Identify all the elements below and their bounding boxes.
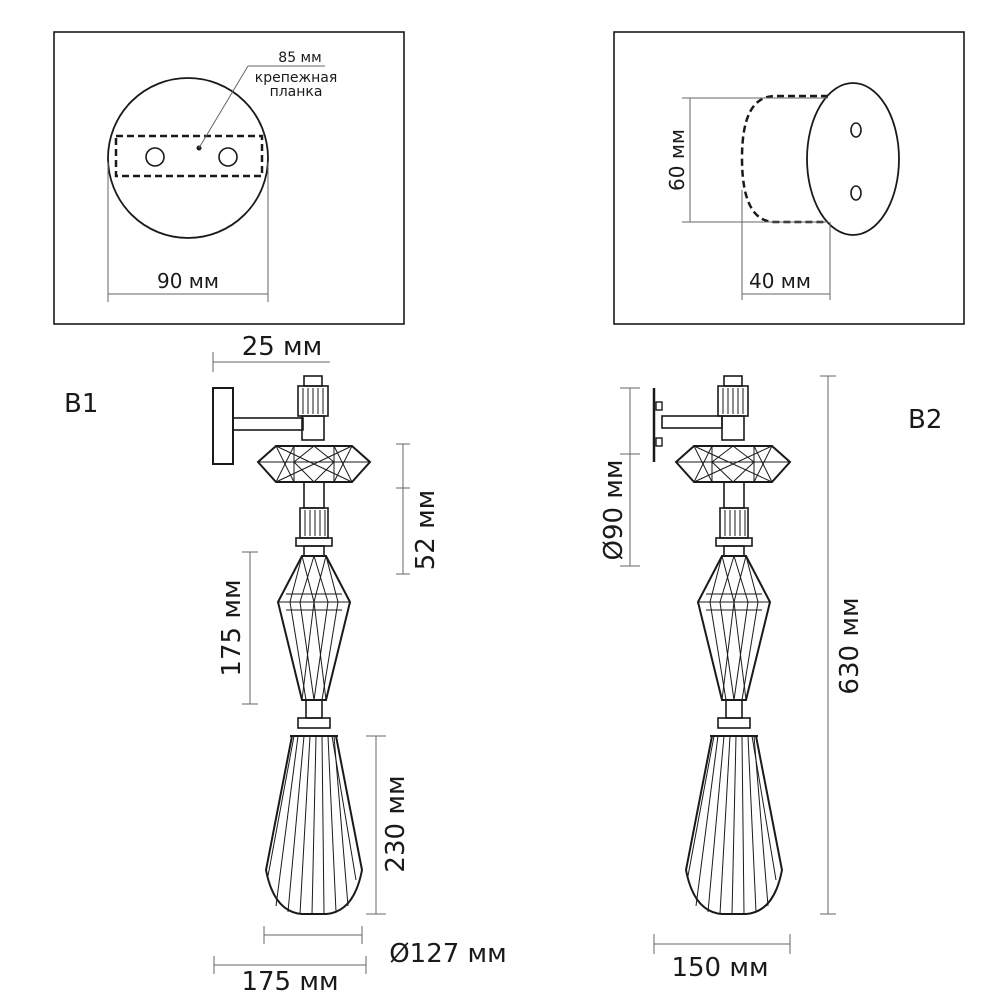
crystal-height-label: 175 мм [217, 579, 247, 676]
view-b2-tag: B2 [908, 405, 942, 435]
side-hole-top [850, 122, 862, 138]
canopy-width-label: 90 мм [157, 269, 219, 293]
plate-dim-label: 85 мм [278, 50, 321, 66]
canopy-depth-dashed [740, 94, 828, 224]
b1-upper-stem [301, 415, 325, 441]
mount-side-panel: 60 мм 40 мм [613, 31, 965, 325]
b2-plate-lug-top [655, 401, 663, 411]
b1-mid-holder [299, 507, 329, 539]
b1-arm [232, 417, 304, 431]
b2-mid-flange [715, 537, 753, 547]
b2-upper-stem [721, 415, 745, 441]
ring-height-label: 52 мм [411, 490, 441, 571]
b2-crystal-pendant [696, 555, 772, 701]
b1-mid-flange [295, 537, 333, 547]
reach-label: 175 мм [241, 967, 338, 997]
canopy-side-ellipse [806, 82, 900, 236]
b1-lower-collar [297, 717, 331, 729]
b2-mid-collar [723, 545, 745, 557]
total-width-label: 150 мм [671, 953, 768, 983]
b1-mid-stem [303, 481, 325, 509]
b2-arm [661, 415, 723, 429]
mount-side-frame [613, 31, 965, 325]
shade-height-label: 230 мм [381, 775, 411, 872]
b1-wall-plate [212, 387, 234, 465]
view-b1: B1 25 мм [64, 332, 507, 997]
b2-plate-lug-bottom [655, 437, 663, 447]
plate-note-line1: крепежная [255, 70, 338, 86]
screw-hole-right [218, 147, 238, 167]
arm-length-label: 25 мм [242, 332, 323, 362]
b2-lower-collar [717, 717, 751, 729]
b1-top-nut [303, 375, 323, 387]
plate-note-line2: планка [270, 84, 323, 100]
b2-mid-stem [723, 481, 745, 509]
b2-ribbed-shade [684, 735, 784, 915]
b2-lower-stem [725, 699, 743, 719]
shade-diameter-label: Ø127 мм [389, 939, 507, 969]
b1-lower-stem [305, 699, 323, 719]
screw-hole-left [145, 147, 165, 167]
b1-crystal-pendant [276, 555, 352, 701]
b1-crystal-ring [256, 445, 372, 483]
b2-mid-holder [719, 507, 749, 539]
canopy-depth-label: 40 мм [749, 269, 811, 293]
base-diameter-label: Ø90 мм [599, 459, 629, 560]
b2-top-nut [723, 375, 743, 387]
view-b1-tag: B1 [64, 389, 98, 419]
view-b2: B2 [599, 375, 942, 983]
total-height-label: 630 мм [835, 597, 865, 694]
leader-line [198, 65, 249, 149]
canopy-circle [107, 77, 269, 239]
mount-front-frame [53, 31, 405, 325]
side-hole-bottom [850, 185, 862, 201]
b2-crystal-ring [674, 445, 792, 483]
mount-front-panel: 85 мм крепежная планка 90 мм [53, 31, 405, 325]
mounting-plate-dashed [114, 134, 264, 178]
b1-mid-collar [303, 545, 325, 557]
b1-ribbed-shade [264, 735, 364, 915]
canopy-height-label: 60 мм [665, 129, 689, 191]
